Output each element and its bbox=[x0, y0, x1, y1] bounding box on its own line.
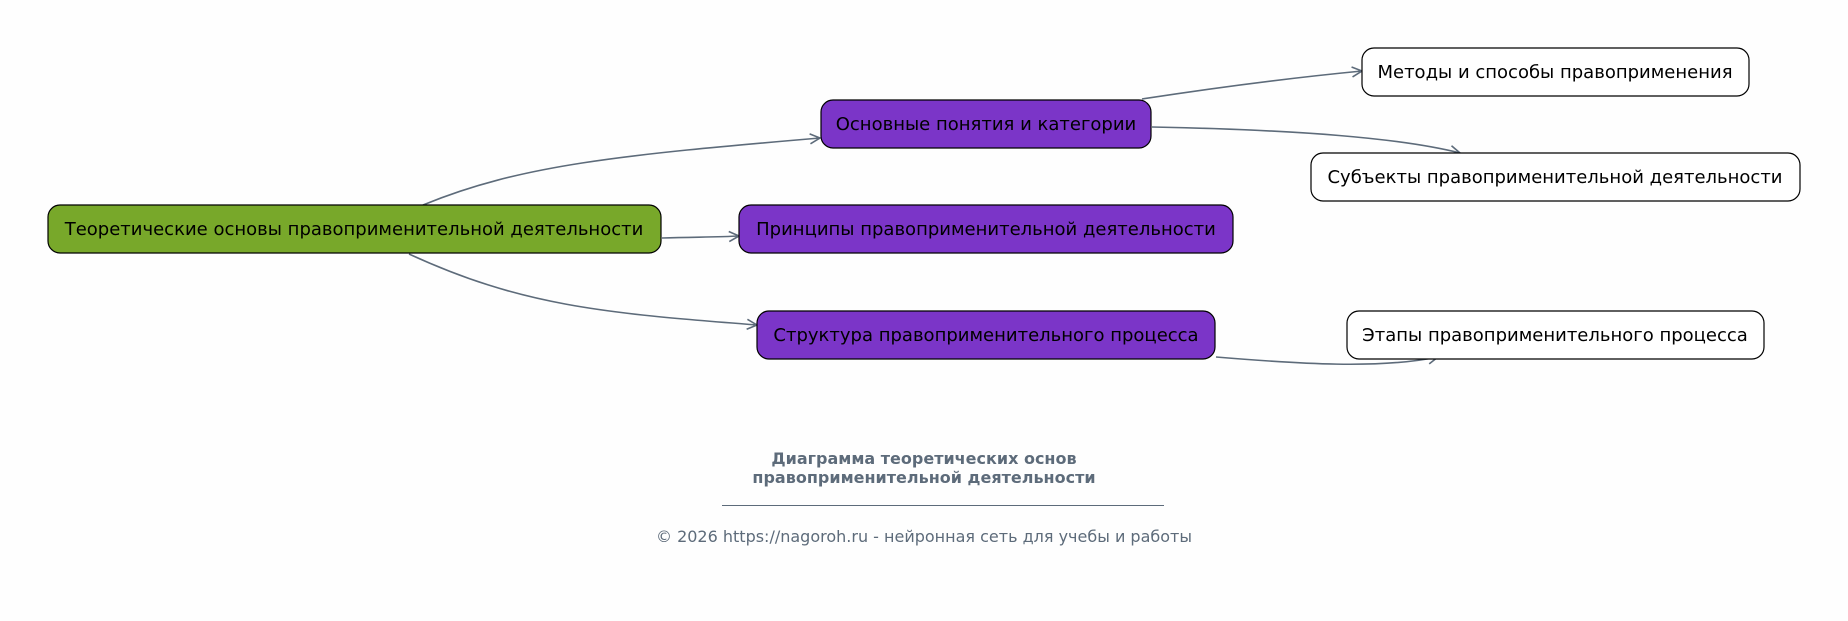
node-root-label: Теоретические основы правоприменительной… bbox=[64, 219, 644, 240]
node-subjects-label: Субъекты правоприменительной деятельност… bbox=[1327, 167, 1782, 188]
node-concepts-box bbox=[820, 99, 1152, 149]
node-concepts-label: Основные понятия и категории bbox=[836, 114, 1137, 135]
node-root: Теоретические основы правоприменительной… bbox=[47, 204, 662, 254]
node-subjects-box bbox=[1310, 152, 1801, 202]
edge-concepts-subjects bbox=[1151, 126, 1460, 153]
edge-root-structure bbox=[408, 253, 757, 325]
caption-title-line-2: правоприменительной деятельности bbox=[752, 468, 1096, 487]
node-principles-box bbox=[738, 204, 1234, 254]
caption-footer: © 2026 https://nagoroh.ru - нейронная се… bbox=[655, 527, 1192, 546]
node-methods-label: Методы и способы правоприменения bbox=[1377, 62, 1732, 83]
node-concepts: Основные понятия и категории bbox=[820, 99, 1152, 149]
node-root-box bbox=[47, 204, 662, 254]
node-methods-box bbox=[1361, 47, 1750, 97]
caption-title: Диаграмма теоретических основ правоприме… bbox=[0, 449, 1848, 487]
node-subjects: Субъекты правоприменительной деятельност… bbox=[1310, 152, 1801, 202]
caption-title-line-1: Диаграмма теоретических основ bbox=[771, 449, 1077, 468]
edge-root-principles bbox=[661, 236, 739, 238]
edge-structure-stages bbox=[1215, 357, 1438, 366]
node-structure-box bbox=[756, 310, 1216, 360]
node-structure-label: Структура правоприменительного процесса bbox=[773, 325, 1198, 346]
node-stages-label: Этапы правоприменительного процесса bbox=[1362, 325, 1748, 346]
edge-root-concepts bbox=[422, 138, 820, 206]
node-stages: Этапы правоприменительного процесса bbox=[1346, 310, 1765, 360]
node-methods: Методы и способы правоприменения bbox=[1361, 47, 1750, 97]
edge-concepts-methods bbox=[1141, 71, 1362, 100]
node-structure: Структура правоприменительного процесса bbox=[756, 310, 1216, 360]
node-stages-box bbox=[1346, 310, 1765, 360]
node-principles-label: Принципы правоприменительной деятельност… bbox=[756, 219, 1216, 240]
node-principles: Принципы правоприменительной деятельност… bbox=[738, 204, 1234, 254]
caption-divider bbox=[722, 505, 1164, 506]
